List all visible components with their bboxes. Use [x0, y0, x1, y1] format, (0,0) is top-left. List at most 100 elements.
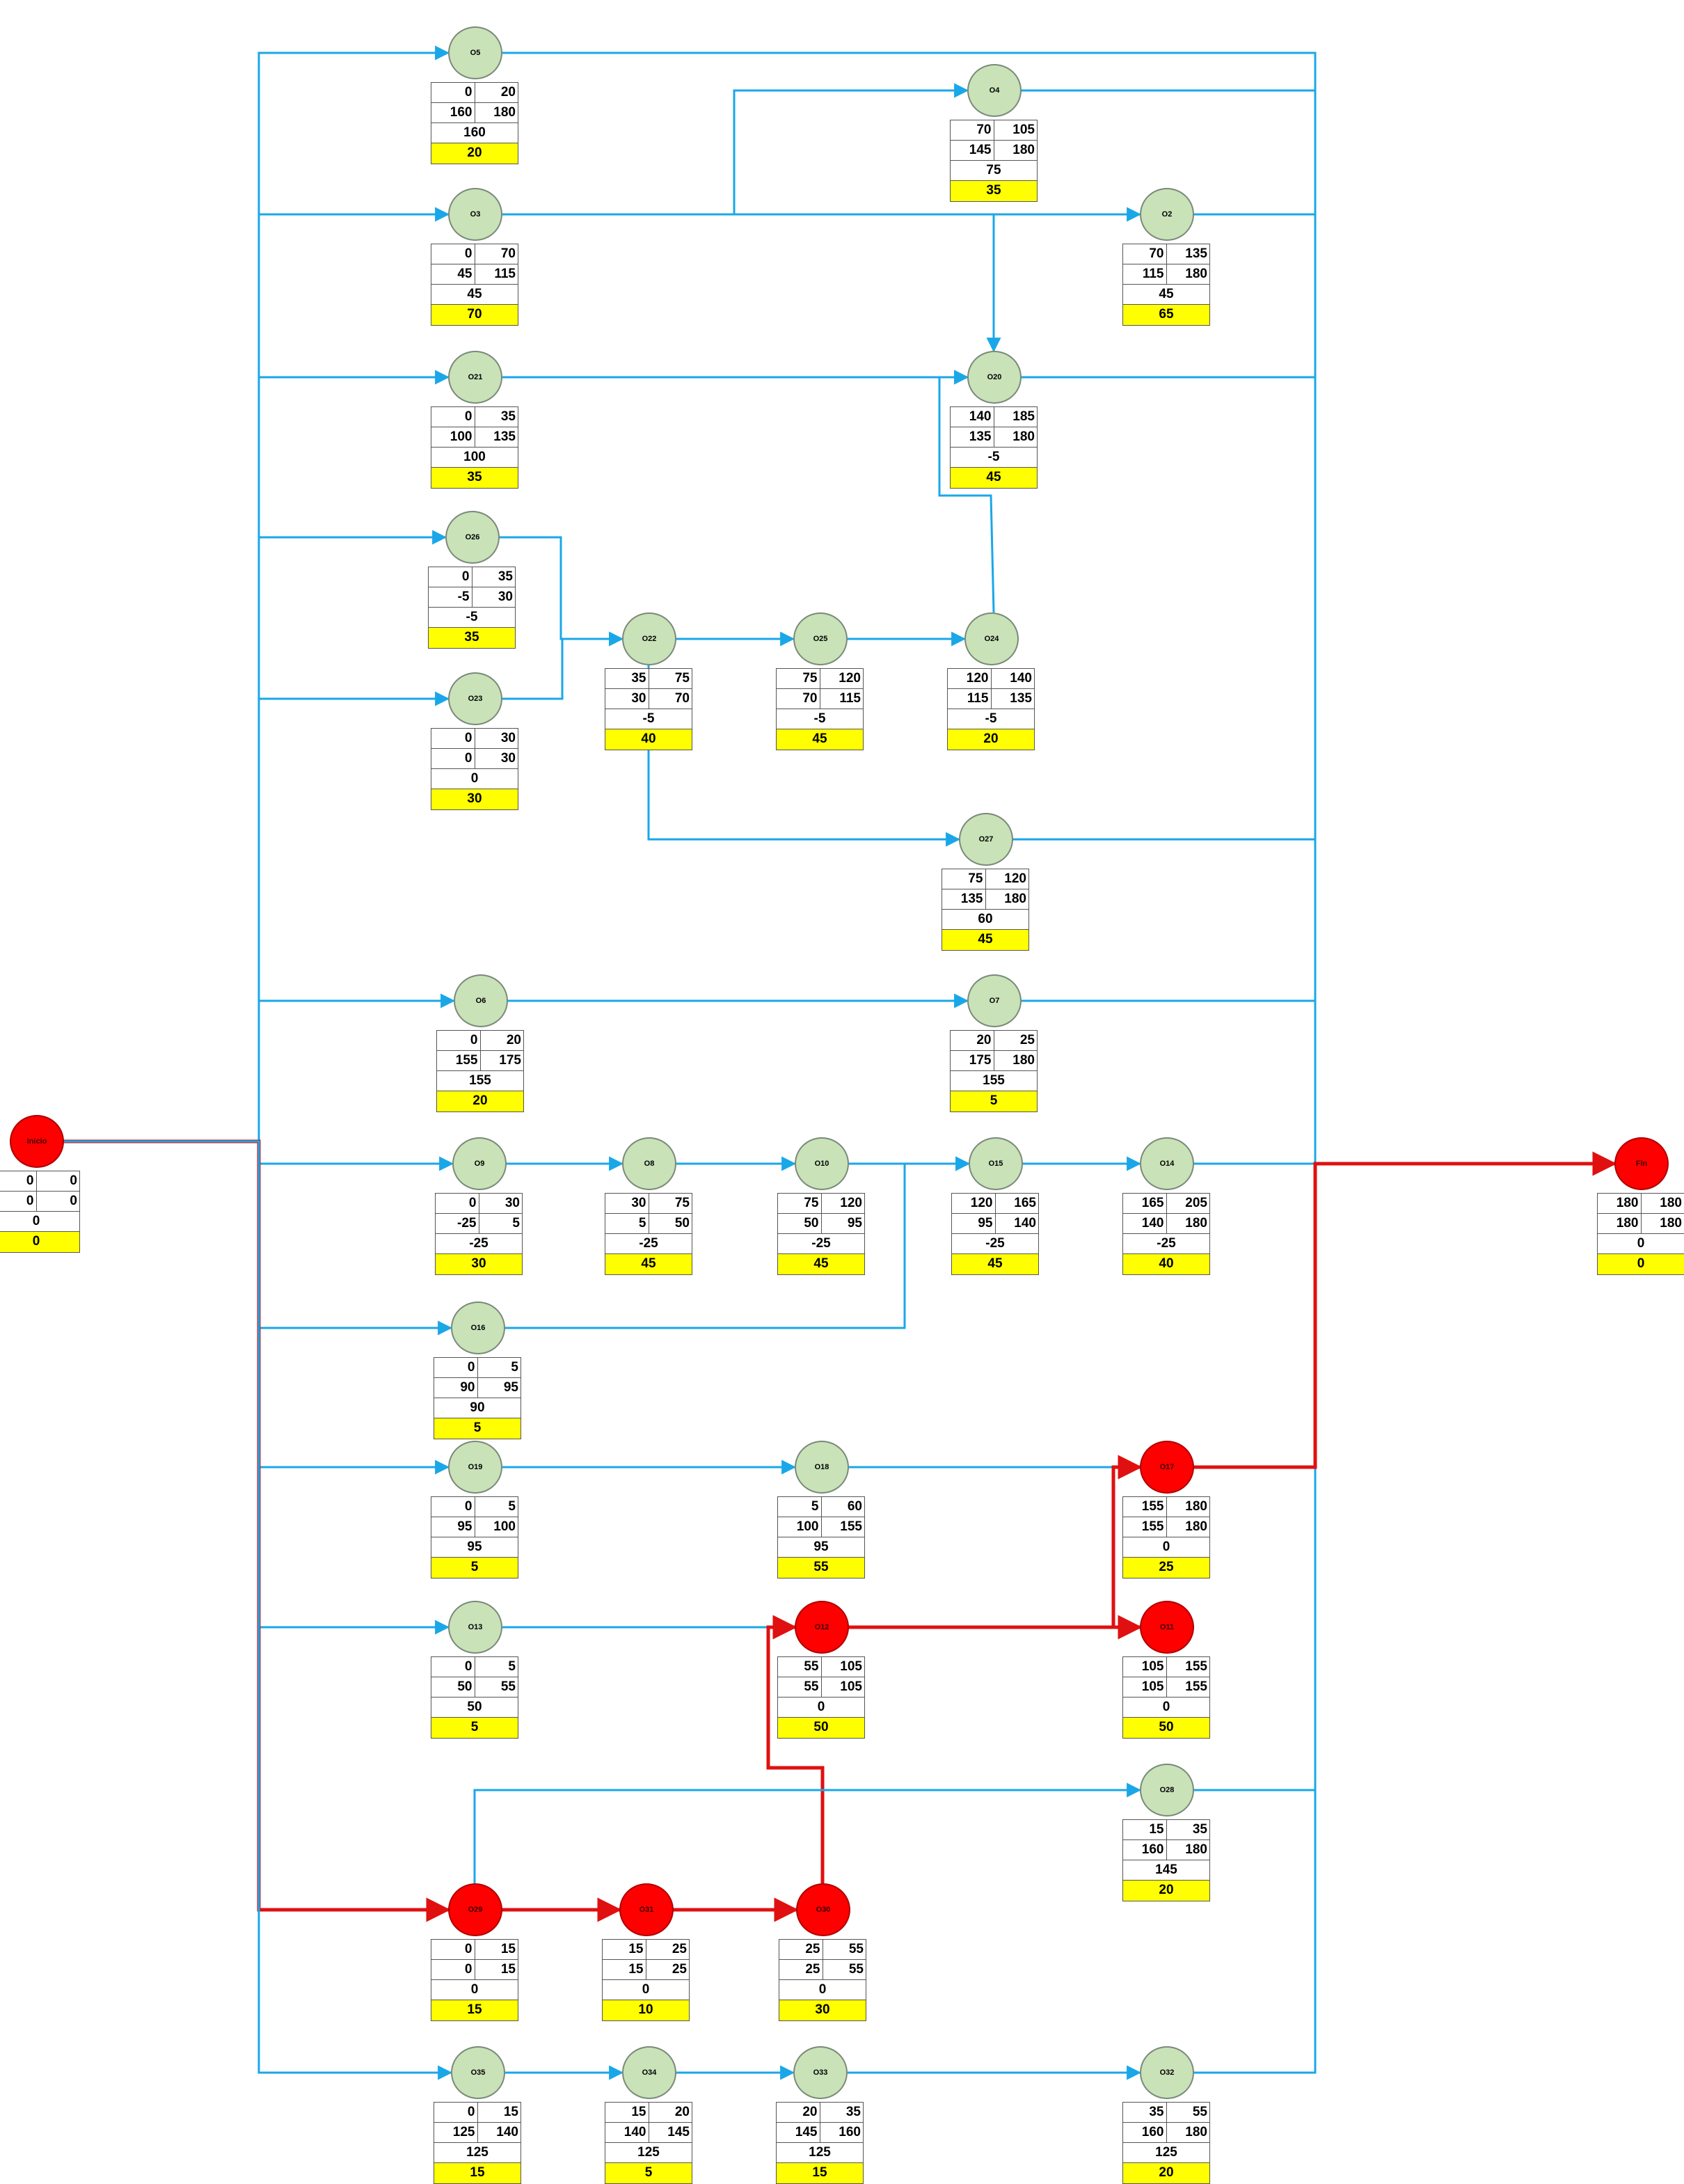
latest-finish-cell: 180 — [994, 1051, 1038, 1070]
latest-finish-cell: 180 — [994, 141, 1038, 160]
edge-o12-to-o17 — [848, 1467, 1140, 1627]
edge-o23-to-o22 — [501, 639, 622, 699]
earliest-start-cell: 75 — [777, 669, 820, 688]
activity-node-fin: Fin — [1614, 1137, 1669, 1190]
activity-label: O22 — [642, 635, 657, 643]
edge-inicio-to-o19 — [63, 1141, 448, 1467]
duration-cell: 30 — [779, 2000, 866, 2020]
activity-label: O29 — [468, 1906, 483, 1914]
earliest-start-cell: 120 — [948, 669, 992, 688]
activity-node-o25: O25 — [793, 612, 848, 665]
activity-node-o6: O6 — [454, 974, 508, 1027]
earliest-finish-cell: 20 — [475, 83, 518, 102]
duration-cell: 35 — [429, 628, 515, 648]
activity-label: O15 — [989, 1160, 1003, 1168]
slack-cell: -5 — [605, 709, 692, 729]
latest-start-cell: 25 — [779, 1960, 823, 1979]
activity-label: O34 — [642, 2068, 657, 2077]
earliest-start-cell: 5 — [778, 1497, 822, 1517]
activity-label: Fin — [1636, 1160, 1648, 1168]
duration-cell: 0 — [0, 1232, 79, 1252]
slack-cell: 0 — [1123, 1537, 1209, 1557]
slack-cell: 95 — [431, 1537, 518, 1557]
earliest-finish-cell: 35 — [1167, 1820, 1210, 1839]
earliest-finish-cell: 120 — [822, 1194, 865, 1213]
activity-label: O3 — [470, 210, 481, 219]
earliest-finish-cell: 185 — [994, 407, 1038, 427]
activity-label: O13 — [468, 1623, 483, 1631]
duration-cell: 0 — [1598, 1254, 1684, 1274]
slack-cell: 125 — [434, 2143, 521, 2162]
duration-cell: 25 — [1123, 1558, 1209, 1578]
activity-label: O5 — [470, 49, 481, 57]
activity-label: O2 — [1162, 210, 1173, 219]
activity-node-o23: O23 — [448, 672, 502, 725]
slack-cell: 0 — [603, 1980, 689, 2000]
earliest-finish-cell: 75 — [649, 669, 692, 688]
edge-o20-to-fin — [1020, 377, 1614, 1164]
duration-cell: 5 — [605, 2163, 692, 2183]
latest-finish-cell: 155 — [822, 1517, 865, 1537]
edge-o29-to-o28 — [475, 1790, 1140, 1883]
latest-start-cell: 70 — [777, 689, 820, 709]
latest-start-cell: 100 — [431, 427, 475, 447]
latest-start-cell: 180 — [1598, 1214, 1642, 1233]
latest-finish-cell: 175 — [481, 1051, 524, 1070]
duration-cell: 5 — [951, 1091, 1037, 1111]
latest-finish-cell: 180 — [1167, 264, 1210, 284]
duration-cell: 30 — [436, 1254, 522, 1274]
latest-finish-cell: 30 — [475, 749, 518, 768]
earliest-finish-cell: 25 — [994, 1031, 1038, 1050]
activity-label: O10 — [815, 1160, 829, 1168]
earliest-start-cell: 120 — [952, 1194, 996, 1213]
slack-cell: 50 — [431, 1698, 518, 1717]
edge-o32-to-fin — [1193, 1164, 1614, 2073]
duration-cell: 45 — [605, 1254, 692, 1274]
activity-label: O4 — [990, 86, 1000, 95]
activity-node-o32: O32 — [1140, 2046, 1194, 2099]
slack-cell: 0 — [1598, 1234, 1684, 1253]
edge-inicio-to-o3 — [63, 214, 448, 1141]
latest-finish-cell: 55 — [823, 1960, 866, 1979]
duration-cell: 35 — [431, 468, 518, 488]
earliest-start-cell: 15 — [605, 2103, 649, 2122]
earliest-start-cell: 75 — [778, 1194, 822, 1213]
activity-node-o10: O10 — [795, 1137, 849, 1190]
slack-cell: 45 — [1123, 285, 1209, 304]
latest-finish-cell: 140 — [996, 1214, 1039, 1233]
activity-node-o17: O17 — [1140, 1441, 1194, 1494]
earliest-finish-cell: 105 — [822, 1657, 865, 1677]
latest-start-cell: 95 — [431, 1517, 475, 1537]
activity-node-o28: O28 — [1140, 1764, 1194, 1817]
earliest-finish-cell: 35 — [820, 2103, 864, 2122]
latest-finish-cell: 70 — [649, 689, 692, 709]
latest-start-cell: 145 — [777, 2123, 820, 2142]
slack-cell: -25 — [605, 1234, 692, 1253]
earliest-finish-cell: 155 — [1167, 1657, 1210, 1677]
activity-label: Inicio — [27, 1137, 47, 1146]
latest-finish-cell: 0 — [37, 1192, 80, 1211]
earliest-start-cell: 0 — [0, 1171, 37, 1191]
activity-label: O8 — [644, 1160, 655, 1168]
activity-node-o14: O14 — [1140, 1137, 1194, 1190]
earliest-finish-cell: 35 — [472, 567, 516, 587]
activity-node-o12: O12 — [795, 1601, 849, 1654]
activity-node-o4: O4 — [967, 64, 1022, 117]
slack-cell: 155 — [437, 1071, 523, 1091]
activity-label: O24 — [985, 635, 999, 643]
latest-finish-cell: 95 — [822, 1214, 865, 1233]
earliest-start-cell: 180 — [1598, 1194, 1642, 1213]
earliest-start-cell: 0 — [431, 1497, 475, 1517]
